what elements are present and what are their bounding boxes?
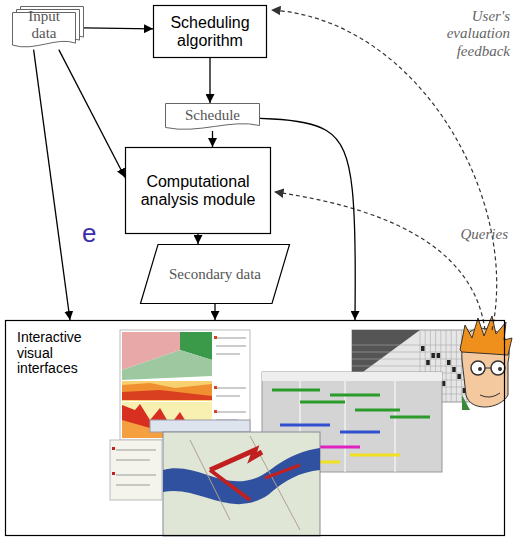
node-label: Schedule <box>185 107 240 124</box>
flow-arrow <box>214 304 215 320</box>
node-label: Interactive visual interfaces <box>11 324 117 377</box>
node-label: Scheduling algorithm <box>159 14 261 50</box>
data-document: Input data <box>12 6 84 50</box>
flow-arrow <box>59 50 125 178</box>
flow-arrow <box>84 28 153 29</box>
query-line <box>275 192 485 330</box>
annotation-text: User's evaluation feedback <box>418 8 510 60</box>
flow-arrow <box>197 234 198 244</box>
interface-panel: Interactive visual interfaces <box>5 320 505 536</box>
flow-arrow <box>209 58 210 103</box>
node-label: Input data <box>14 8 74 42</box>
node-label: Computational analysis module <box>131 173 265 209</box>
chart-screenshot <box>120 330 250 440</box>
data-document: Schedule <box>165 103 260 131</box>
node-outline <box>5 320 505 536</box>
map-screenshot <box>110 420 320 536</box>
node-label: Secondary data <box>169 266 261 283</box>
slide-fragment: e <box>82 218 106 249</box>
flow-arrow <box>212 131 213 147</box>
flow-arrow <box>34 50 70 320</box>
annotation-text: Queries <box>450 226 508 243</box>
process-box: Scheduling algorithm <box>153 5 267 58</box>
data-parallelogram: Secondary data <box>140 244 290 304</box>
process-box: Computational analysis module <box>125 147 271 234</box>
